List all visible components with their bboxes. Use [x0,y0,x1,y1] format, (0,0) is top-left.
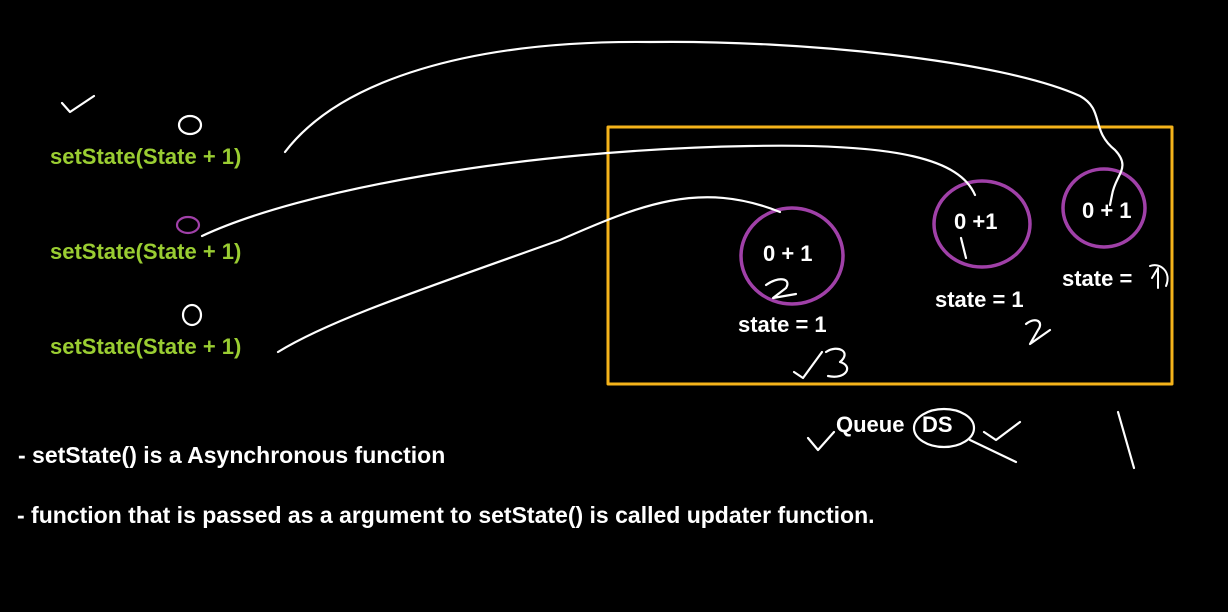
check-mark-3 [792,350,824,380]
queue-item-3-circle [1061,167,1147,249]
ds-pointer [968,438,1018,464]
queue-box [606,125,1174,386]
queue-item-3-expr: 0 + 1 [1082,198,1132,223]
queue-item-1-state: state = 1 [738,312,827,337]
stroke-mark-right [1116,410,1136,470]
step-mark-2-left [764,278,798,300]
queue-item-3-state: state = [1062,266,1133,291]
set-state-call-3: setState(State + 1) [50,334,242,359]
queue-item-1-expr: 0 + 1 [763,241,813,266]
ds-circle [912,407,976,449]
queue-item-2-circle [932,179,1032,269]
step-mark-3 [824,347,849,378]
set-state-call-1: setState(State + 1) [50,144,242,169]
note-async: - setState() is a Asynchronous function [18,442,446,468]
queue-item-1-circle [739,206,845,306]
queue-label: Queue [836,412,905,437]
check-mark-queue [806,430,836,452]
connector-call-1 [283,40,1124,207]
step-mark-2-right [1024,319,1052,346]
zero-mark-1 [177,114,203,136]
check-mark-ds [982,420,1022,442]
zero-mark-2 [175,215,201,235]
connector-call-3 [276,196,782,354]
ds-label: DS [922,412,953,437]
tick-mark-2 [959,236,968,260]
check-mark-top [60,94,96,114]
one-overwrite-mark [1149,264,1169,289]
connector-call-2 [200,144,977,238]
zero-mark-3 [181,303,203,327]
note-updater: - function that is passed as a argument … [17,502,875,528]
set-state-call-2: setState(State + 1) [50,239,242,264]
queue-item-2-state: state = 1 [935,287,1024,312]
queue-item-2-expr: 0 +1 [954,209,998,234]
